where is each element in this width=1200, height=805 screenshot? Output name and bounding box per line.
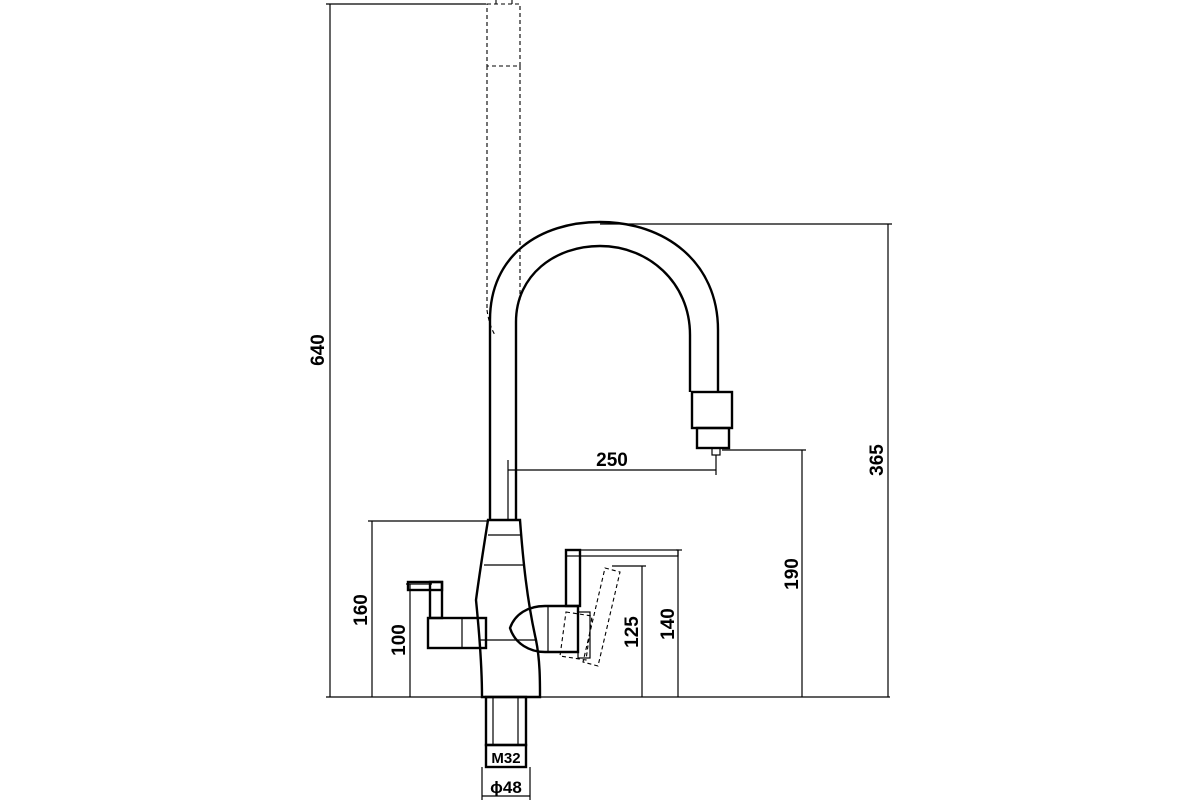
label-thread: M32 (491, 750, 520, 767)
dim-outlet-height: 190 (722, 449, 806, 697)
dim-right-lever-top: 140 (658, 549, 682, 697)
label-right-lever-top: 140 (658, 608, 679, 640)
dim-base-diameter: ϕ48 (481, 767, 531, 800)
label-base-diameter: ϕ48 (490, 778, 522, 797)
label-spout-height: 365 (867, 444, 888, 476)
dim-left-lever-top: 160 (351, 520, 488, 697)
gooseneck-spout (488, 220, 720, 520)
dim-total-height: 640 (308, 3, 486, 697)
dim-spout-reach: 250 (507, 450, 717, 520)
spray-head (690, 390, 734, 456)
raised-spout-dashed-outline (486, 0, 521, 336)
right-mixer-lever (508, 548, 679, 667)
faucet-body (474, 518, 542, 699)
label-outlet-height: 190 (782, 558, 803, 590)
label-right-lever-axis: 125 (622, 616, 643, 648)
label-spout-reach: 250 (596, 450, 628, 471)
dim-right-lever-axis: 125 (612, 565, 646, 697)
dim-spout-height: 365 (600, 223, 892, 697)
label-left-lever-axis: 100 (389, 624, 410, 656)
label-total-height: 640 (308, 334, 329, 366)
left-filter-lever (406, 580, 488, 650)
dim-left-lever-axis: 100 (389, 583, 432, 697)
mounting-shank (484, 695, 528, 769)
label-left-lever-top: 160 (351, 594, 372, 626)
